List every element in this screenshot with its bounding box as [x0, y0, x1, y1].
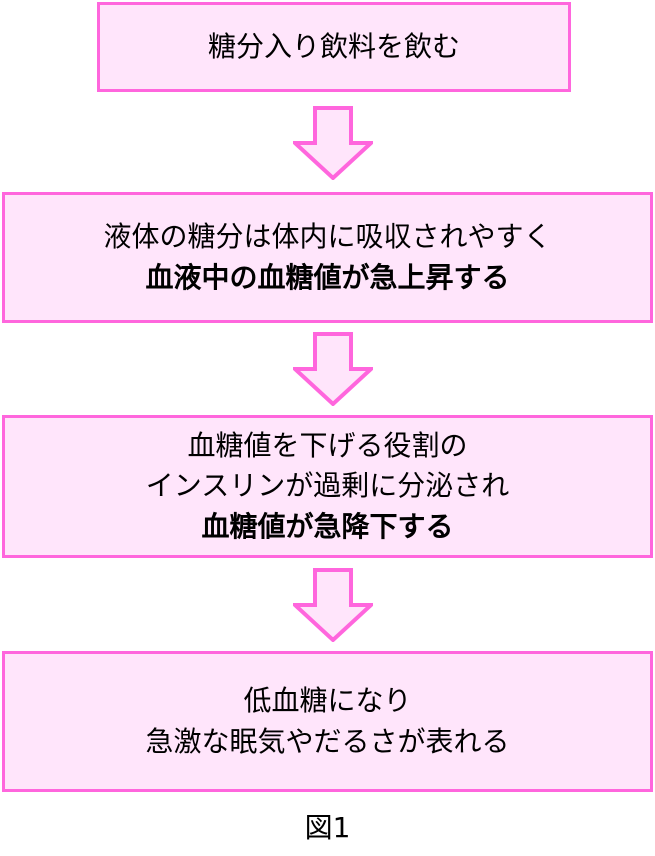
step-3-emphasis: 血糖値が急降下する: [201, 509, 454, 543]
step-2-box: 液体の糖分は体内に吸収されやすく 血液中の血糖値が急上昇する: [2, 192, 653, 323]
step-4-text-1: 低血糖になり: [243, 683, 412, 717]
figure-caption: 図1: [304, 811, 351, 844]
step-4-box: 低血糖になり 急激な眠気やだるさが表れる: [2, 651, 653, 792]
step-1-text: 糖分入り飲料を飲む: [207, 29, 460, 63]
step-2-emphasis: 血液中の血糖値が急上昇する: [145, 260, 510, 294]
down-arrow-icon: [293, 332, 373, 406]
step-3-box: 血糖値を下げる役割の インスリンが過剰に分泌され 血糖値が急降下する: [2, 415, 653, 558]
down-arrow-icon: [293, 568, 373, 642]
step-3-text-2: インスリンが過剰に分泌され: [145, 469, 510, 503]
step-4-text-2: 急激な眠気やだるさが表れる: [145, 724, 510, 758]
step-2-text: 液体の糖分は体内に吸収されやすく: [103, 219, 552, 253]
down-arrow-icon: [293, 106, 373, 180]
step-1-box: 糖分入り飲料を飲む: [97, 2, 571, 92]
step-3-text-1: 血糖値を下げる役割の: [187, 428, 468, 462]
